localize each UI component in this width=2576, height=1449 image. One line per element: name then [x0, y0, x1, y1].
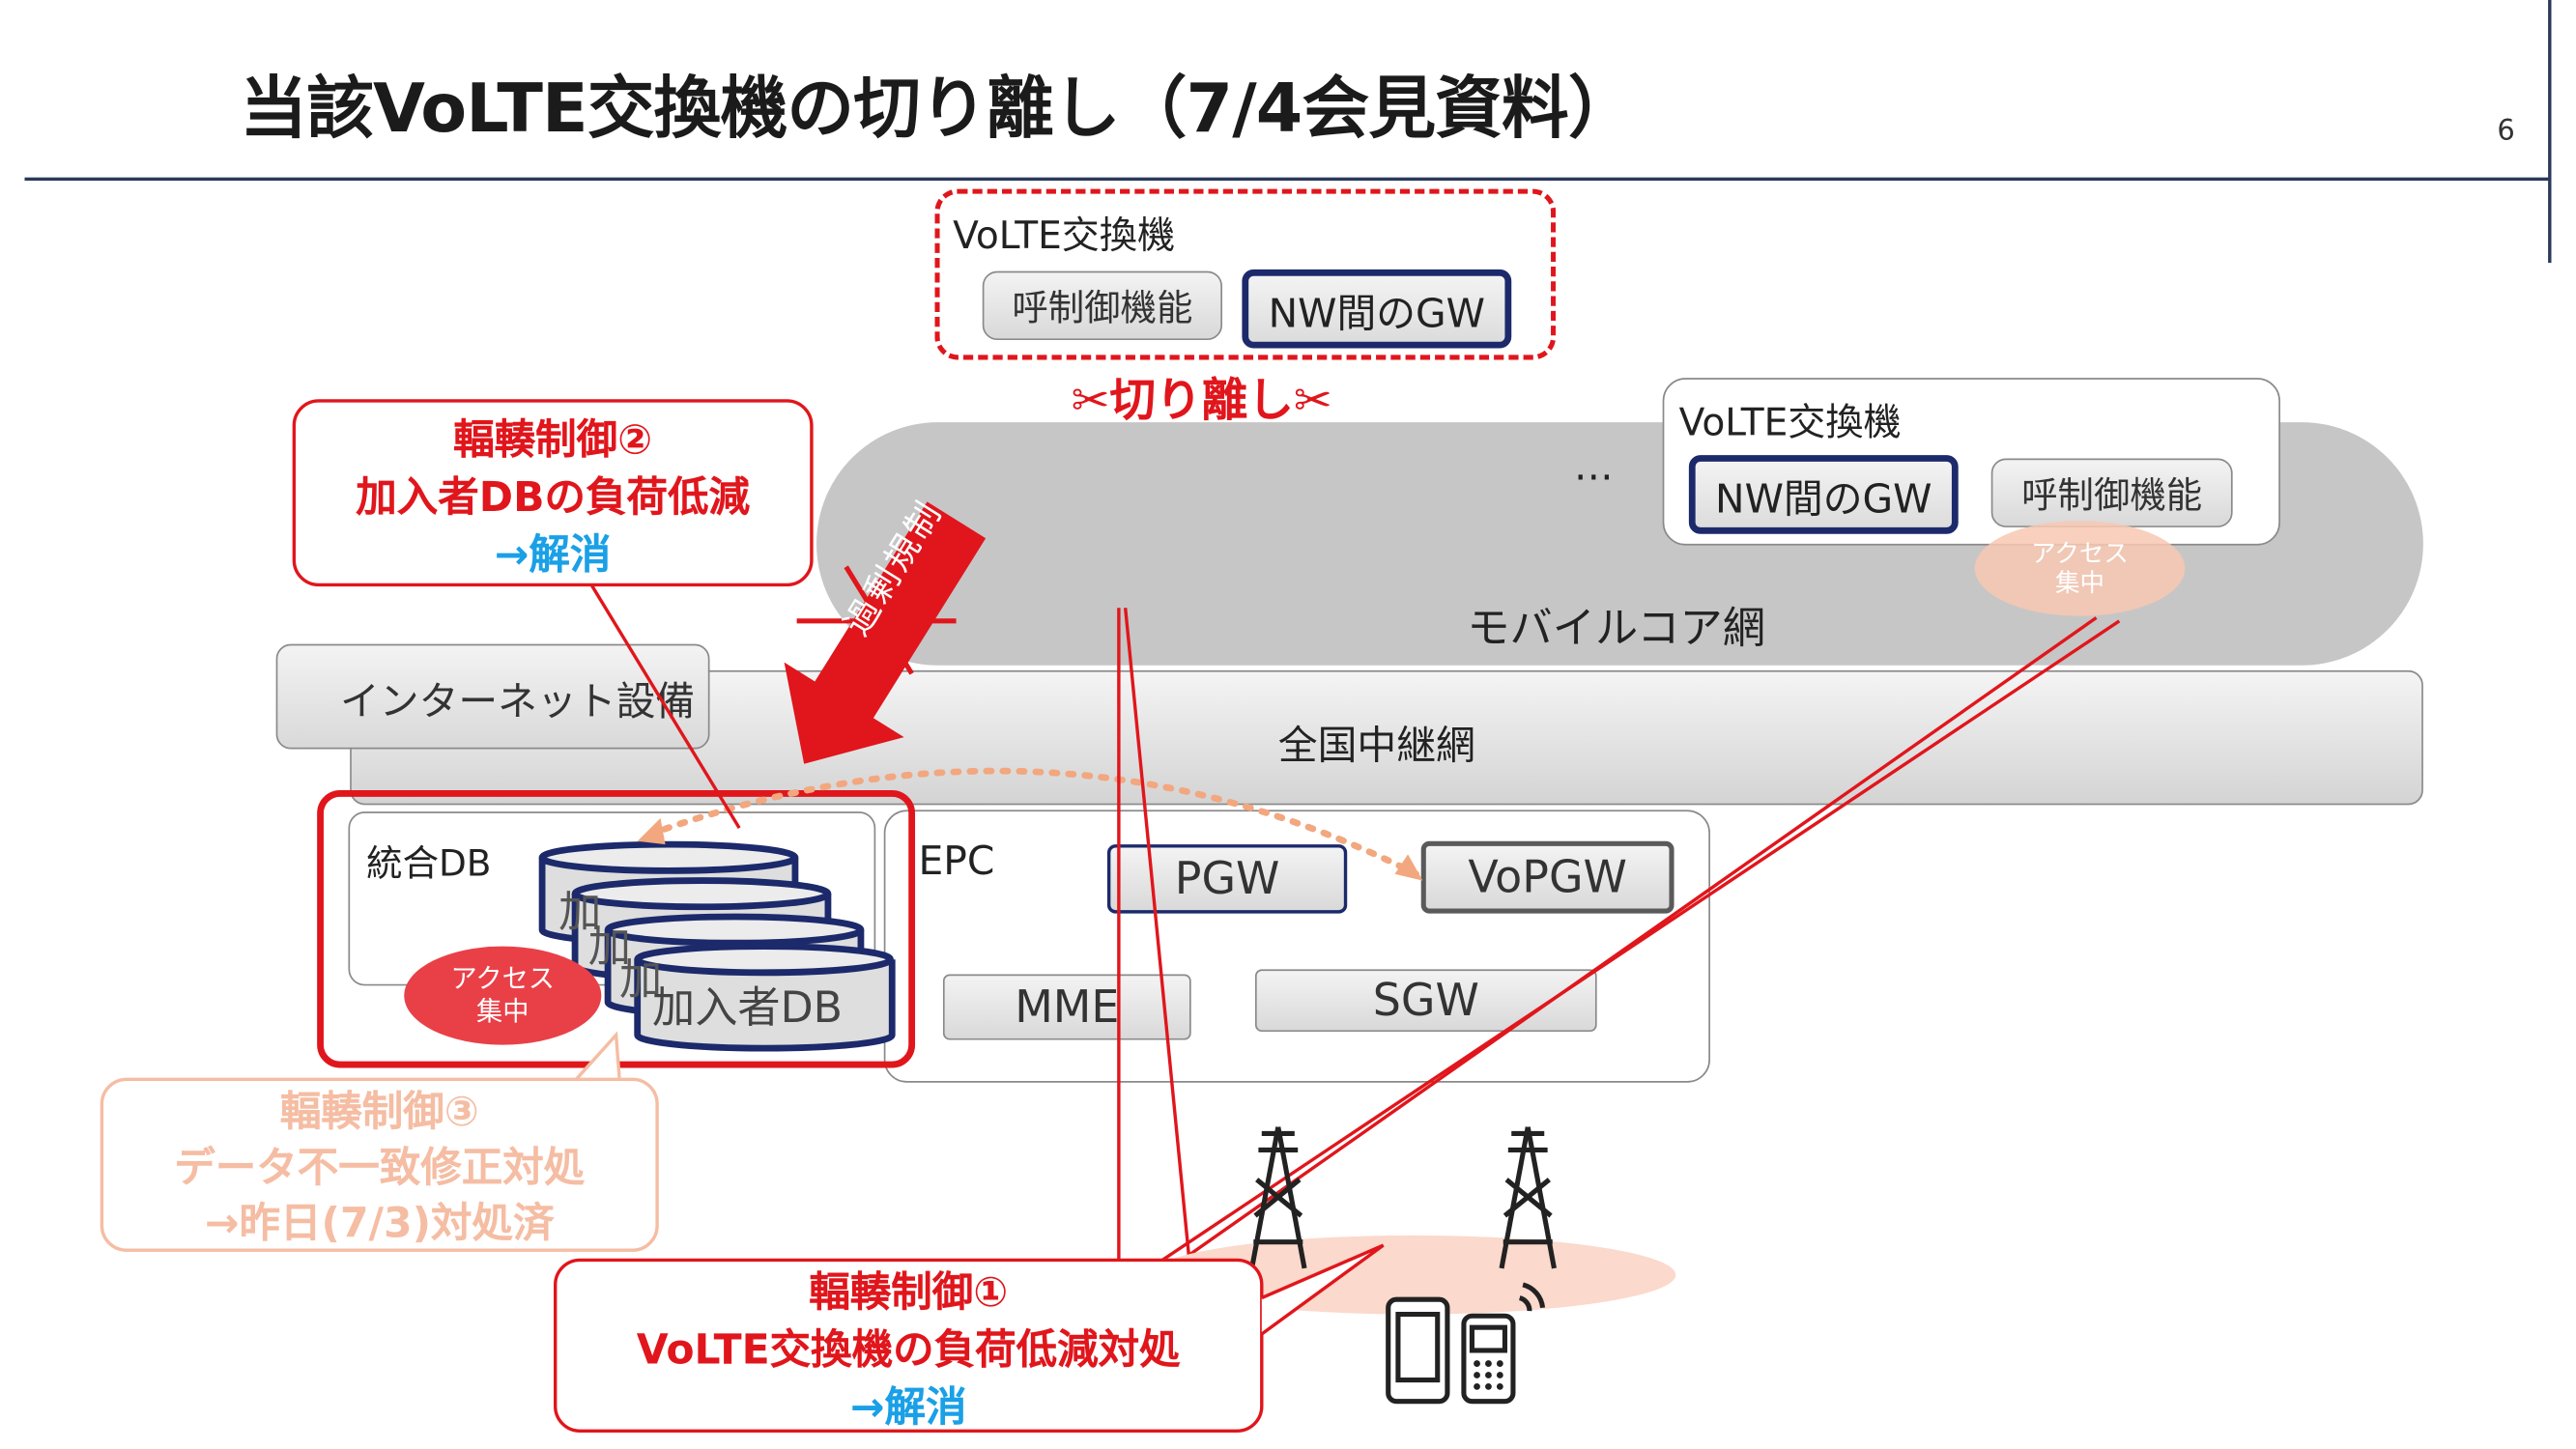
isolated-call-control: 呼制御機能: [982, 270, 1222, 341]
db-cylinder-4: [634, 943, 896, 1052]
callout1-line-core-2: [1123, 608, 1191, 1263]
page-number: 6: [2497, 115, 2515, 149]
sgw-node: SGW: [1254, 969, 1597, 1033]
internet-facility: インターネット設備: [275, 643, 710, 750]
ellipsis: …: [1573, 443, 1614, 490]
callout3-pointer: [570, 1031, 621, 1086]
unified-db-label: 統合DB: [366, 844, 492, 886]
callout-congestion-3: 輻輳制御③ データ不一致修正対処 →昨日(7/3)対処済: [100, 1077, 659, 1252]
access-badge-core: アクセス 集中: [1974, 521, 2186, 616]
access-badge-db: アクセス 集中: [404, 946, 602, 1045]
subscriber-db-label: 加入者DB: [652, 983, 843, 1034]
vopgw-node: VoPGW: [1420, 840, 1674, 914]
excess-arrow: [784, 501, 987, 764]
mobile-core-label: モバイルコア網: [1467, 604, 1765, 654]
side-divider: [2548, 0, 2552, 264]
callout-congestion-2: 輻輳制御② 加入者DBの負荷低減 →解消: [292, 399, 814, 587]
other-call-control: 呼制御機能: [1990, 458, 2233, 527]
smartphone-icon: [1386, 1296, 1450, 1405]
epc-label: EPC: [918, 838, 995, 884]
tower-icon: [1249, 1126, 1307, 1269]
subscriber-db-fragment-2: 加: [587, 923, 631, 973]
signal-icon: [1518, 1282, 1546, 1312]
other-switch-label: VoLTE交換機: [1678, 402, 1902, 445]
tower-icon-2: [1499, 1126, 1557, 1269]
mme-node: MME: [942, 974, 1191, 1040]
callout2-pointer: [589, 583, 741, 830]
callout-congestion-1: 輻輳制御① VoLTE交換機の負荷低減対処 →解消: [553, 1258, 1264, 1433]
callout1-line-tower-2: [1178, 616, 2098, 1264]
excess-strike-2: [844, 565, 914, 675]
internet-label: インターネット設備: [339, 677, 696, 724]
subscriber-db-stack: [538, 840, 896, 1052]
pgw-node: PGW: [1106, 844, 1348, 914]
db-vopgw-link: [645, 767, 1420, 878]
other-nw-gateway: NW間のGW: [1688, 455, 1959, 534]
subscriber-db-fragment-1: 加: [558, 889, 602, 939]
cut-label: ✂切り離し✂: [1071, 373, 1332, 428]
callout1-line-tower: [1159, 619, 2121, 1264]
feature-phone-icon: [1461, 1313, 1516, 1405]
header-divider: [24, 177, 2552, 182]
page-title: 当該VoLTE交換機の切り離し（7/4会見資料）: [240, 69, 1635, 149]
isolated-nw-gateway: NW間のGW: [1242, 269, 1512, 349]
isolated-switch-label: VoLTE交換機: [953, 214, 1176, 259]
subscriber-db-fragment-3: 加: [618, 955, 663, 1006]
backbone-label: 全国中継網: [1277, 723, 1475, 769]
